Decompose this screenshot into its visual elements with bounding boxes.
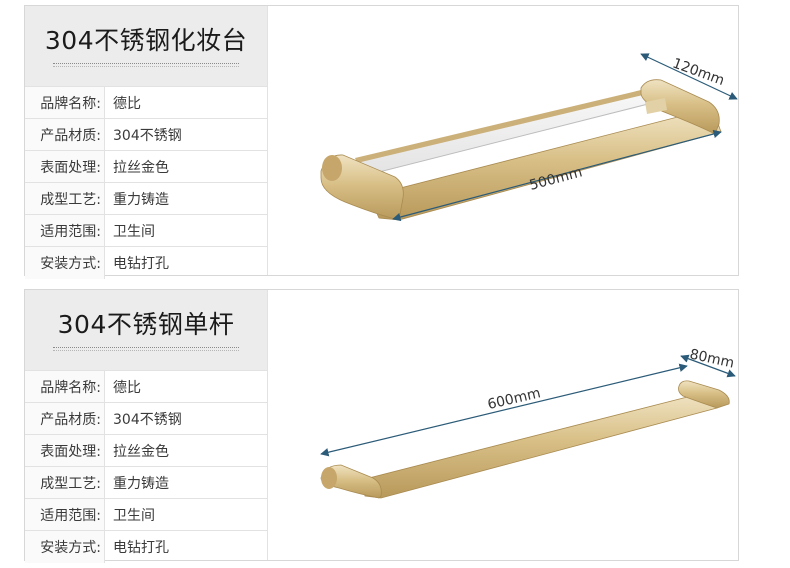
spec-row-material: 产品材质: 304不锈钢 [25,119,267,151]
spec-label: 表面处理: [25,435,105,466]
spec-row-installation: 安装方式: 电钻打孔 [25,531,267,563]
spec-label: 表面处理: [25,151,105,182]
depth-dimension-line [640,53,738,100]
spec-label: 适用范围: [25,499,105,530]
spec-value: 拉丝金色 [113,159,169,176]
spec-panel: 304不锈钢化妆台 品牌名称: 德比 产品材质: 304不锈钢 表面处理: 拉丝… [25,6,268,279]
spec-value: 304不锈钢 [113,411,182,428]
product-illustration: 600mm 80mm [269,290,739,560]
product-card-single-bar: 304不锈钢单杆 品牌名称: 德比 产品材质: 304不锈钢 表面处理: 拉丝金… [24,289,739,563]
spec-row-brand: 品牌名称: 德比 [25,371,267,403]
spec-row-process: 成型工艺: 重力铸造 [25,183,267,215]
length-label: 600mm [486,385,542,413]
spec-label: 安装方式: [25,531,105,563]
vanity-shelf-drawing: 500mm 120mm [320,53,738,222]
spec-row-material: 产品材质: 304不锈钢 [25,403,267,435]
spec-value: 304不锈钢 [113,127,182,144]
spec-value: 重力铸造 [113,475,169,492]
spec-row-scope: 适用范围: 卫生间 [25,215,267,247]
length-dimension-line [320,363,688,457]
spec-value: 德比 [113,95,141,112]
left-wall-plate [321,467,337,489]
right-bracket-slot [645,98,667,114]
spec-label: 品牌名称: [25,371,105,402]
spec-row-brand: 品牌名称: 德比 [25,87,267,119]
product-card-vanity-shelf: 304不锈钢化妆台 品牌名称: 德比 产品材质: 304不锈钢 表面处理: 拉丝… [24,5,739,279]
product-title: 304不锈钢化妆台 [44,26,248,55]
spec-value: 电钻打孔 [113,256,169,272]
title-divider [53,63,239,67]
product-title-box: 304不锈钢单杆 [25,290,267,371]
spec-label: 适用范围: [25,215,105,246]
spec-value: 德比 [113,379,141,396]
depth-dimension-line [680,354,736,378]
spec-label: 产品材质: [25,119,105,150]
depth-label: 120mm [670,55,726,89]
spec-row-finish: 表面处理: 拉丝金色 [25,151,267,183]
length-dimension-line [392,129,722,222]
product-title-box: 304不锈钢化妆台 [25,6,267,87]
spec-panel: 304不锈钢单杆 品牌名称: 德比 产品材质: 304不锈钢 表面处理: 拉丝金… [25,290,268,563]
product-title: 304不锈钢单杆 [57,310,235,339]
spec-label: 成型工艺: [25,183,105,214]
spec-label: 安装方式: [25,247,105,279]
spec-row-scope: 适用范围: 卫生间 [25,499,267,531]
spec-label: 成型工艺: [25,467,105,498]
spec-label: 品牌名称: [25,87,105,118]
spec-row-finish: 表面处理: 拉丝金色 [25,435,267,467]
spec-value: 电钻打孔 [113,540,169,556]
spec-value: 拉丝金色 [113,443,169,460]
spec-label: 产品材质: [25,403,105,434]
single-bar-drawing: 600mm 80mm [320,347,736,499]
spec-value: 卫生间 [113,507,155,524]
left-wall-plate [322,155,342,181]
towel-bar [360,393,718,499]
spec-value: 重力铸造 [113,191,169,208]
title-divider [53,347,239,351]
product-illustration: 500mm 120mm [269,6,739,275]
spec-row-process: 成型工艺: 重力铸造 [25,467,267,499]
spec-row-installation: 安装方式: 电钻打孔 [25,247,267,279]
spec-value: 卫生间 [113,223,155,240]
